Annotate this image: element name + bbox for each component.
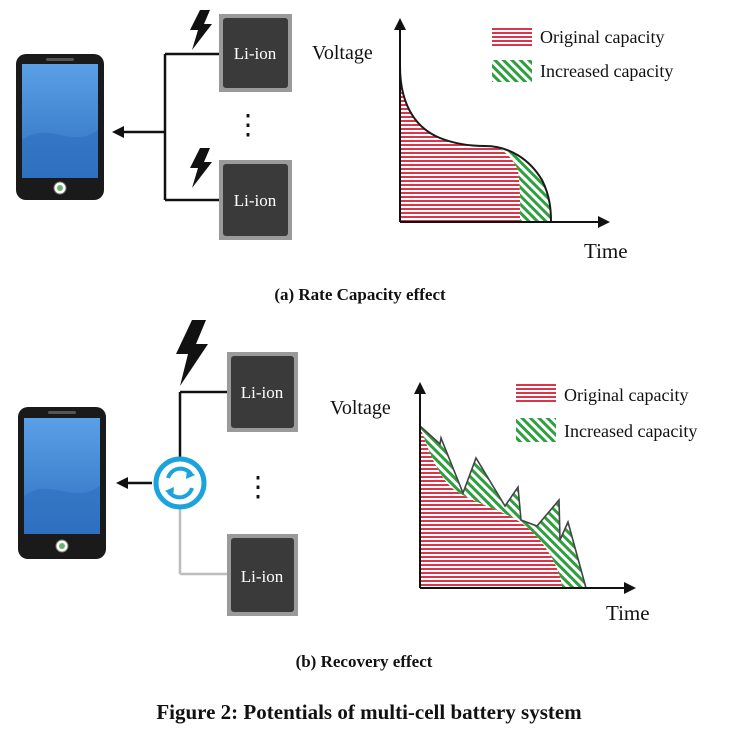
- original-capacity-area: [420, 426, 562, 588]
- legend-increased: Increased capacity: [564, 421, 697, 441]
- legend-original: Original capacity: [540, 27, 664, 47]
- battery-icon: Li-ion: [227, 534, 298, 616]
- legend-swatch-original: [492, 26, 532, 46]
- lightning-icon: [190, 10, 212, 50]
- battery-label: Li-ion: [234, 44, 277, 63]
- legend-swatch-increased: [516, 418, 556, 442]
- legend-swatch-original: [516, 384, 556, 404]
- legend-increased: Increased capacity: [540, 61, 673, 81]
- chart-b: Voltage Time Original capacity Increased…: [330, 382, 697, 625]
- increased-capacity-area: [485, 146, 551, 222]
- legend-swatch-increased: [492, 60, 532, 82]
- legend-original: Original capacity: [564, 385, 688, 405]
- figure-caption: Figure 2: Potentials of multi-cell batte…: [156, 700, 582, 724]
- wiring-b: [116, 390, 228, 576]
- recovery-switch-icon: [153, 456, 207, 510]
- panel-a-caption: (a) Rate Capacity effect: [274, 285, 446, 304]
- voltage-curve: [419, 425, 587, 589]
- battery-label: Li-ion: [241, 567, 284, 586]
- chart-a: Voltage Time Original capacity Increased…: [312, 18, 673, 263]
- battery-icon: Li-ion: [227, 352, 298, 432]
- voltage-curve: [399, 65, 552, 223]
- y-axis-label: Voltage: [330, 397, 391, 419]
- smartphone-icon: [16, 54, 104, 200]
- y-axis-label: Voltage: [312, 42, 373, 64]
- ellipsis: ⋮: [244, 472, 272, 503]
- panel-a: Li-ion ⋮ Li-ion Voltage Time Original ca…: [16, 10, 673, 304]
- battery-icon: Li-ion: [219, 14, 292, 92]
- battery-label: Li-ion: [241, 383, 284, 402]
- x-axis-label: Time: [606, 601, 650, 625]
- battery-icon: Li-ion: [219, 160, 292, 240]
- battery-label: Li-ion: [234, 191, 277, 210]
- ellipsis: ⋮: [234, 110, 262, 141]
- x-axis-label: Time: [584, 239, 628, 263]
- panel-b: Li-ion ⋮ Li-ion Voltage Time Original ca…: [18, 320, 697, 671]
- increased-capacity-area: [420, 426, 586, 588]
- lightning-icon: [190, 148, 212, 188]
- smartphone-icon: [18, 407, 106, 559]
- wiring-a: [112, 52, 220, 202]
- panel-b-caption: (b) Recovery effect: [296, 652, 433, 671]
- lightning-icon: [176, 320, 208, 386]
